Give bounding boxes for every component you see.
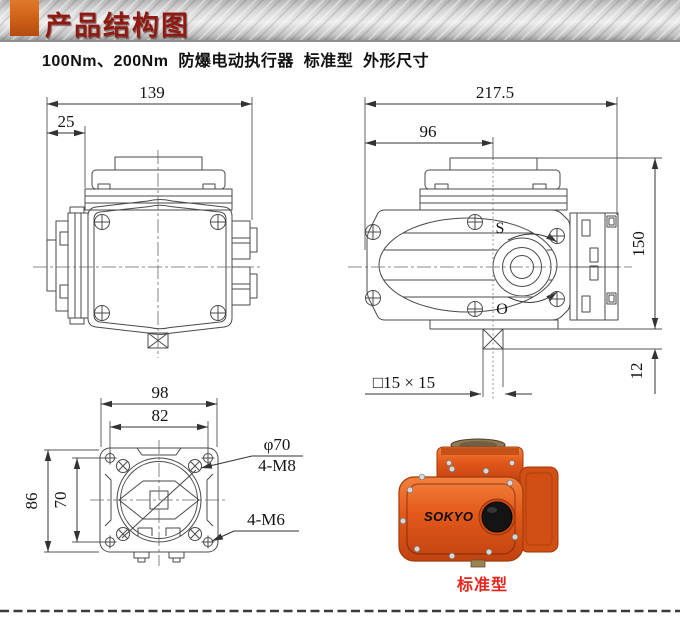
side-dim-center-offset: 96 [420,122,437,141]
page-title: 产品结构图 [45,11,190,41]
page-subtitle: 100Nm、200Nm 防爆电动执行器 标准型 外形尺寸 [42,53,430,70]
bottom-label-bolts-m6: 4-M6 [247,510,285,529]
open-direction-arrow [507,291,558,303]
bottom-dim-outer-width: 98 [152,383,169,402]
header-accent-block [10,0,39,36]
bottom-label-bolts-m8: 4-M8 [258,456,296,475]
bottom-dim-outer-height: 86 [22,493,41,510]
shut-direction-arrow [507,233,558,243]
header-band [0,0,680,42]
bottom-view-drawing: 98 82 86 70 [22,383,303,566]
bottom-dim-bolt-span-w: 82 [152,406,169,425]
brand-logo-text: SOKYO [424,509,473,524]
indicator-open-label: O [496,301,508,318]
front-dim-offset: 25 [58,112,75,131]
side-dim-shaft-protrusion: 12 [627,363,646,380]
shaft-size-label: □15 × 15 [373,373,435,392]
bottom-dim-bolt-span-h: 70 [51,492,70,509]
side-dim-total-width: 217.5 [476,83,514,102]
side-view-drawing: 217.5 96 S O [348,83,662,400]
indicator-shut-label: S [496,220,505,237]
front-dim-width: 139 [139,83,165,102]
product-photo: SOKYO [398,438,559,568]
photo-caption: 标准型 [456,577,508,594]
side-dim-height: 150 [629,231,648,257]
front-view-drawing: 139 25 [33,83,262,358]
bottom-label-circle: φ70 [264,435,291,454]
